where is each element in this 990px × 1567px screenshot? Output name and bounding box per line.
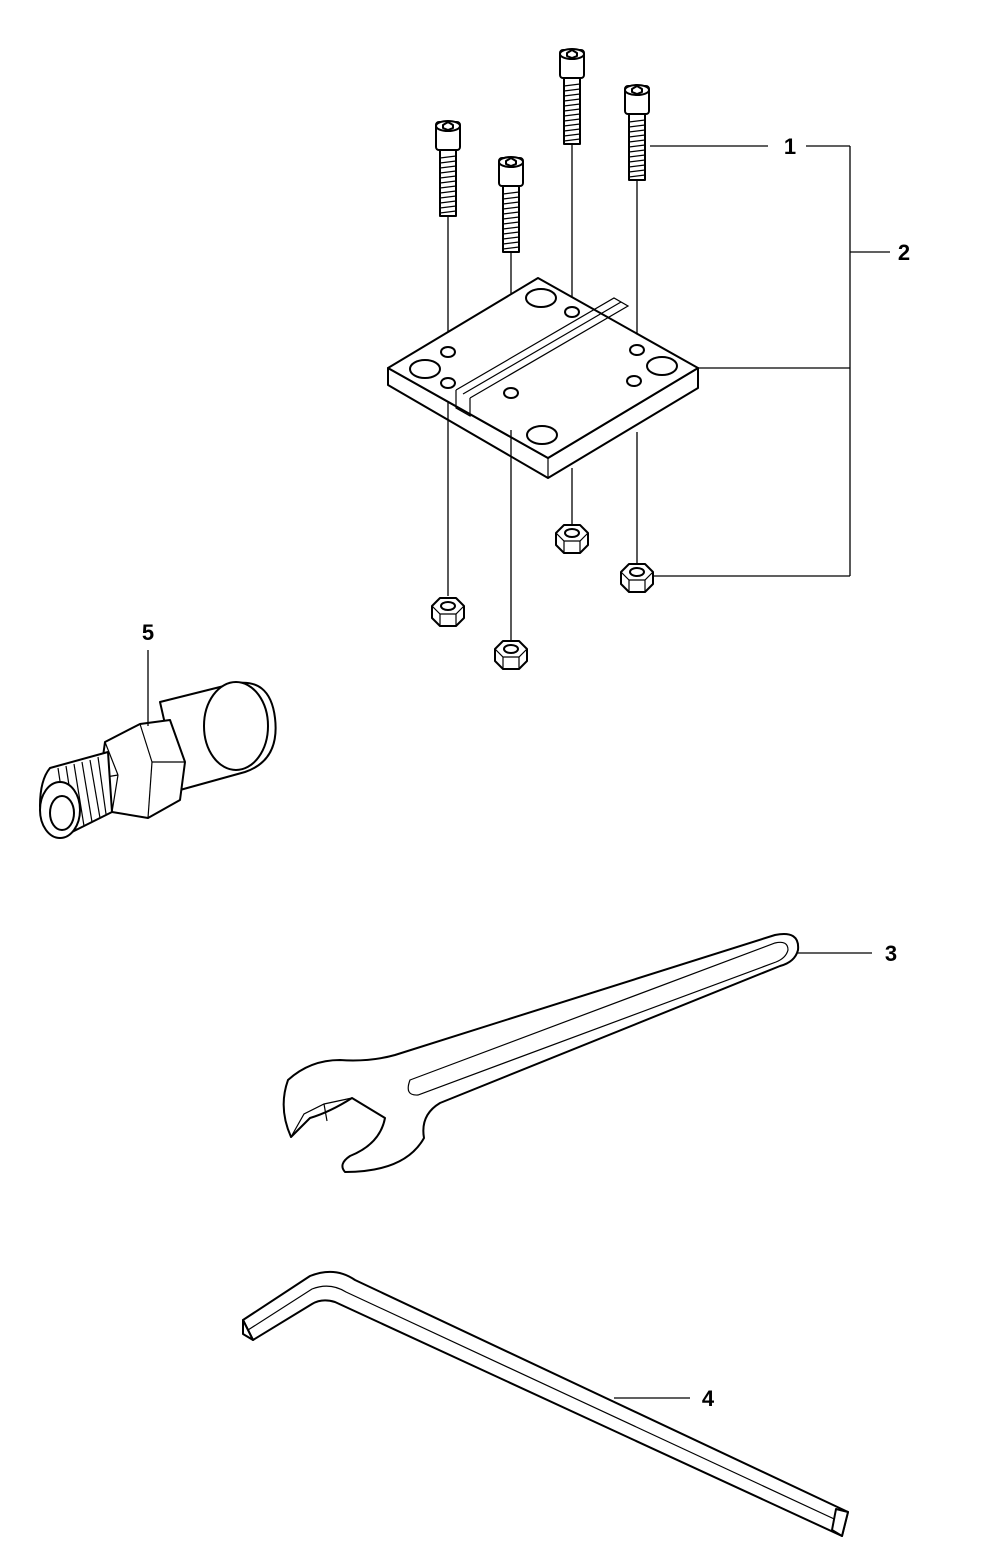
hex-nut-3 (555, 524, 589, 554)
mounting-plate (387, 277, 699, 479)
cap-screw-3 (559, 48, 585, 145)
callout-5: 5 (142, 620, 154, 645)
callout-3: 3 (885, 941, 897, 966)
callout-leaders (147, 145, 890, 1399)
cap-screw-1 (435, 120, 461, 217)
callout-1: 1 (784, 134, 796, 159)
nut-axis-lines (447, 402, 638, 645)
hex-nut-2 (494, 640, 528, 670)
callout-2: 2 (898, 240, 910, 265)
callout-4: 4 (702, 1386, 715, 1411)
threaded-adapter (39, 681, 277, 839)
cap-screw-2 (498, 156, 524, 253)
hex-nut-1 (431, 597, 465, 627)
cap-screw-4 (624, 84, 650, 181)
hex-key (242, 1270, 849, 1537)
hex-nut-4 (620, 563, 654, 593)
open-end-wrench (282, 933, 800, 1173)
